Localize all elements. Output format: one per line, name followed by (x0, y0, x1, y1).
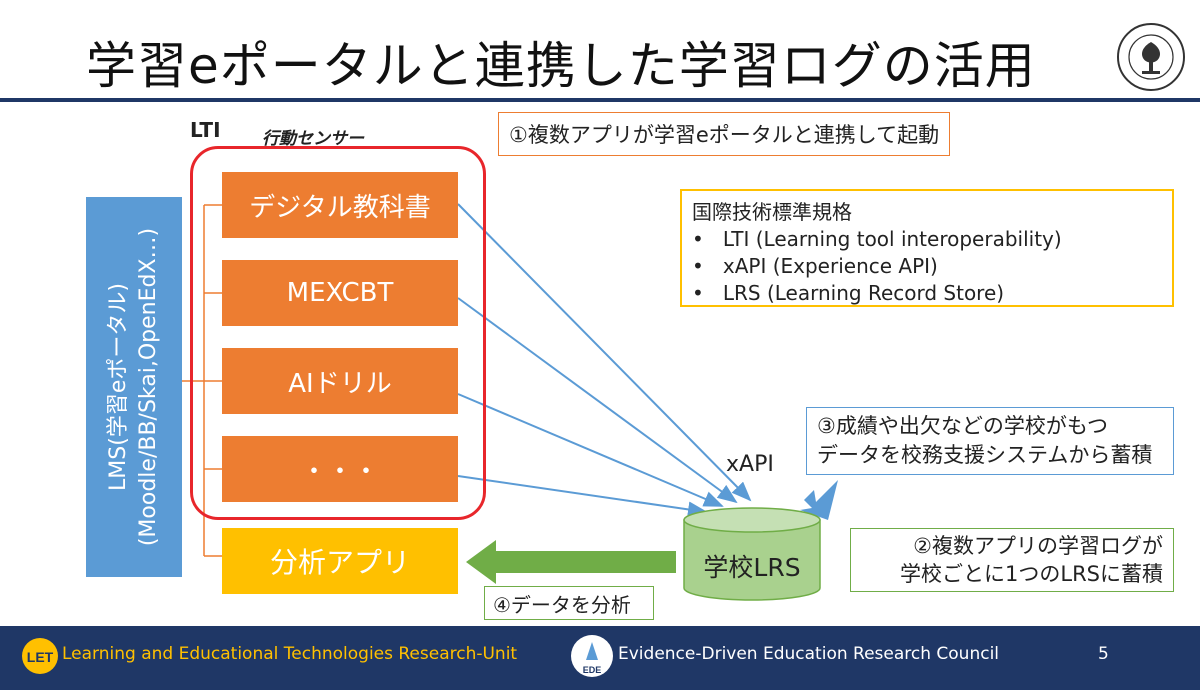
standards-item: • xAPI (Experience API) (692, 254, 938, 278)
page-number: 5 (1098, 644, 1109, 664)
xapi-arrows (457, 203, 752, 518)
note-lrs-accumulate: ②複数アプリの学習ログが 学校ごとに1つのLRSに蓄積 (850, 528, 1174, 592)
footer-council-name: Evidence-Driven Education Research Counc… (618, 644, 1000, 664)
page-title: 学習eポータルと連携した学習ログの活用 (86, 37, 1036, 95)
standards-heading: 国際技術標準規格 (692, 200, 852, 224)
standards-item: • LTI (Learning tool interoperability) (692, 227, 1062, 251)
data-input-arrow (800, 480, 838, 520)
app-digital-textbook: デジタル教科書 (222, 172, 458, 238)
sensor-label: 行動センサー (262, 129, 364, 149)
behavior-sensor-frame (190, 146, 486, 520)
footer-unit-name: Learning and Educational Technologies Re… (62, 644, 518, 664)
standards-box: 国際技術標準規格 • LTI (Learning tool interopera… (680, 189, 1174, 307)
svg-text:EDE: EDE (583, 665, 602, 675)
svg-text:LET: LET (27, 649, 54, 665)
let-logo-icon: LET (22, 638, 58, 674)
xapi-label: xAPI (726, 452, 774, 477)
app-mexcbt: MEXCBT (222, 260, 458, 326)
note-launch: ①複数アプリが学習eポータルと連携して起動 (498, 112, 951, 156)
analysis-app-box: 分析アプリ (222, 528, 458, 594)
lrs-label: 学校LRS (703, 553, 801, 582)
ede-logo-icon: EDE (571, 635, 613, 677)
app-more: ・・・ (222, 436, 458, 502)
lti-label: LTI (190, 118, 221, 142)
analysis-arrow (466, 540, 676, 584)
standards-item: • LRS (Learning Record Store) (692, 281, 1005, 305)
lrs-cylinder (683, 507, 821, 601)
title-underline (0, 98, 1200, 102)
lms-portal-bar: LMS(学習eポータル) (Moodle/BB/Skai,OpenEdX…) (86, 197, 182, 577)
note-school-data: ③成績や出欠などの学校がもつ データを校務支援システムから蓄積 (806, 407, 1174, 475)
kyoto-university-seal-icon (1117, 23, 1185, 91)
app-ai-drill: AIドリル (222, 348, 458, 414)
note-analyze: ④データを分析 (484, 586, 654, 620)
